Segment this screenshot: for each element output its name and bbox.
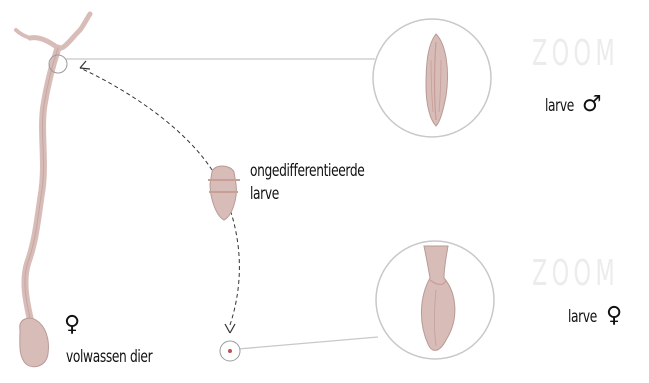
label-female-larva: larve [568,307,597,327]
male-symbol-icon: ♂ [582,94,602,116]
arrowhead-bottom [225,324,235,333]
label-undifferentiated-line2: larve [250,184,279,204]
settling-dot [228,349,232,353]
undifferentiated-larva [208,166,240,220]
female-symbol-icon: ♀ [606,305,622,327]
adult-female-symbol-icon: ♀ [64,314,80,336]
label-undifferentiated-line1: ongedifferentieerde [250,161,364,181]
zoom-watermark-top: ZOOM [532,36,619,72]
label-adult: volwassen dier [66,347,152,367]
connector-line-bottom [238,337,378,349]
zoom-watermark-bottom: ZOOM [532,256,619,292]
label-male-larva: larve [545,96,574,116]
arrowhead-top [80,61,90,69]
